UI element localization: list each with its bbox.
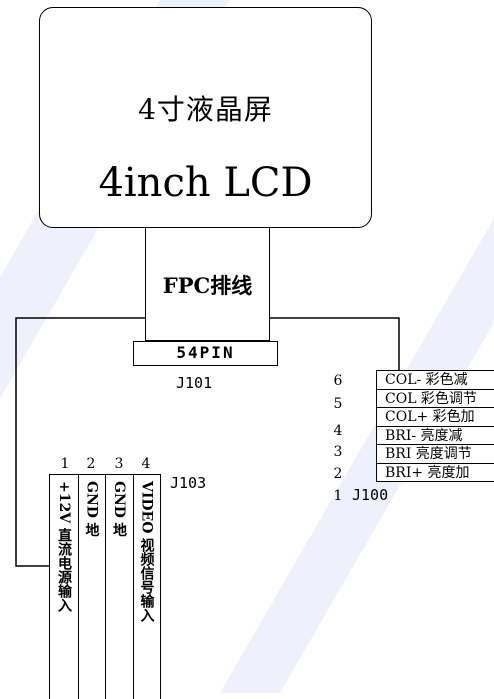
- j103-label: J103: [170, 474, 207, 492]
- j100-pin-number: 5: [333, 396, 343, 412]
- j100-row: COL 彩色调节: [377, 390, 494, 409]
- j100-pin-number: 2: [333, 466, 343, 482]
- j100-pin-number: 6: [333, 373, 343, 389]
- j100-row: BRI- 亮度减: [377, 427, 494, 446]
- j103-pin-label: GND 地: [83, 481, 100, 537]
- j103-pin-label: +12V 直流电源输入: [56, 481, 72, 612]
- lcd-title-cn: 4寸液晶屏: [138, 93, 273, 126]
- j100-pin-number: 1: [333, 488, 343, 504]
- lcd-screen: 4寸液晶屏 4inch LCD: [39, 7, 372, 228]
- j100-row: COL+ 彩色加: [377, 408, 494, 427]
- j100-label: J100: [352, 486, 389, 504]
- j100-row: BRI 亮度调节: [377, 445, 494, 464]
- fpc-cable: FPC排线: [145, 228, 270, 341]
- j103-pin-column: VIDEO 视频信号输入: [133, 475, 160, 699]
- j100-pin-number: 3: [333, 444, 343, 460]
- j103-pin-number: 1: [60, 456, 70, 472]
- j100-connector: COL- 彩色减 COL 彩色调节 COL+ 彩色加 BRI- 亮度减 BRI …: [376, 370, 494, 482]
- j103-pin-column: GND 地: [105, 475, 134, 699]
- wire-j101-to-j103: [15, 317, 145, 567]
- j100-pin-number: 4: [333, 423, 343, 439]
- j103-pin-label: VIDEO 视频信号输入: [138, 481, 155, 623]
- fpc-label: FPC排线: [162, 273, 253, 298]
- j100-row: COL- 彩色减: [377, 371, 494, 390]
- j103-pin-column: GND 地: [78, 475, 106, 699]
- j103-pin-number: 4: [141, 456, 151, 472]
- j103-connector: +12V 直流电源输入 GND 地 GND 地 VIDEO 视频信号输入: [49, 474, 161, 699]
- wire-j101-to-j100: [270, 317, 400, 370]
- lcd-title-en: 4inch LCD: [98, 160, 313, 206]
- j103-pin-column: +12V 直流电源输入: [50, 475, 79, 699]
- j100-row: BRI+ 亮度加: [385, 465, 470, 481]
- j103-pin-number: 3: [114, 456, 124, 472]
- j103-pin-label: GND 地: [111, 481, 127, 537]
- j101-label: J101: [176, 374, 213, 392]
- connector-54pin: 54PIN: [133, 341, 278, 366]
- j103-pin-number: 2: [86, 456, 96, 472]
